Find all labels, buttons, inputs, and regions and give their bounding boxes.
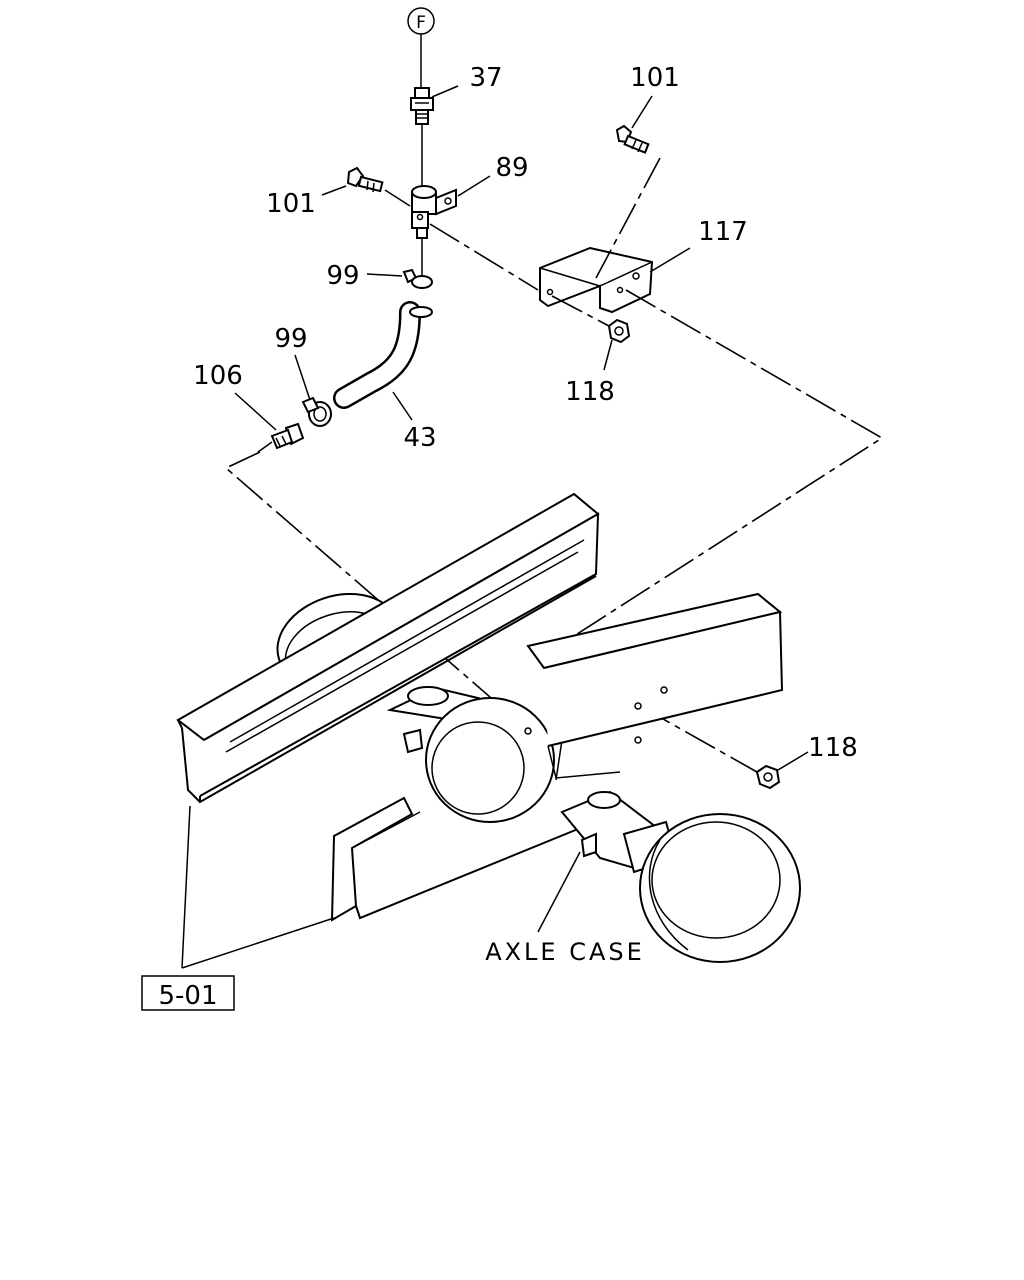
hose-43 [333, 301, 433, 421]
callout-101-right: 101 [630, 63, 680, 93]
axle-differential-center [386, 686, 563, 823]
connector-f-symbol: F [407, 7, 435, 88]
callout-117: 117 [698, 217, 748, 247]
clip-99-upper [366, 268, 433, 289]
callout-43: 43 [403, 423, 436, 453]
frame-rail-lower [330, 796, 601, 922]
axle-case-label: AXLE CASE [485, 938, 645, 966]
callout-89: 89 [495, 153, 528, 183]
bolt-101-right [595, 95, 661, 279]
svg-text:F: F [416, 13, 426, 33]
callout-37: 37 [469, 63, 502, 93]
frame-rail-upper [176, 492, 600, 804]
axle-case: AXLE CASE [485, 790, 801, 966]
callout-101-left: 101 [266, 189, 316, 219]
callout-99-upper: 99 [326, 261, 359, 291]
bolt-101-left [321, 166, 411, 207]
clip-99-lower [294, 354, 332, 427]
nut-118-upper [603, 318, 631, 371]
callout-106: 106 [193, 361, 243, 391]
callout-118-lower: 118 [808, 733, 858, 763]
nut-118-lower [755, 751, 809, 790]
reference-box-5-01: 5-01 [141, 805, 335, 1011]
callout-99-lower: 99 [274, 324, 307, 354]
breather-106 [234, 392, 305, 453]
callout-labels: 37 89 101 101 99 99 106 43 117 118 118 [193, 63, 858, 763]
bracket-117 [539, 246, 691, 314]
frame-rail-right [526, 592, 784, 779]
bracket-89 [411, 175, 491, 278]
fitting-37 [410, 85, 459, 190]
svg-text:5-01: 5-01 [158, 981, 217, 1011]
callout-118-upper: 118 [565, 377, 615, 407]
